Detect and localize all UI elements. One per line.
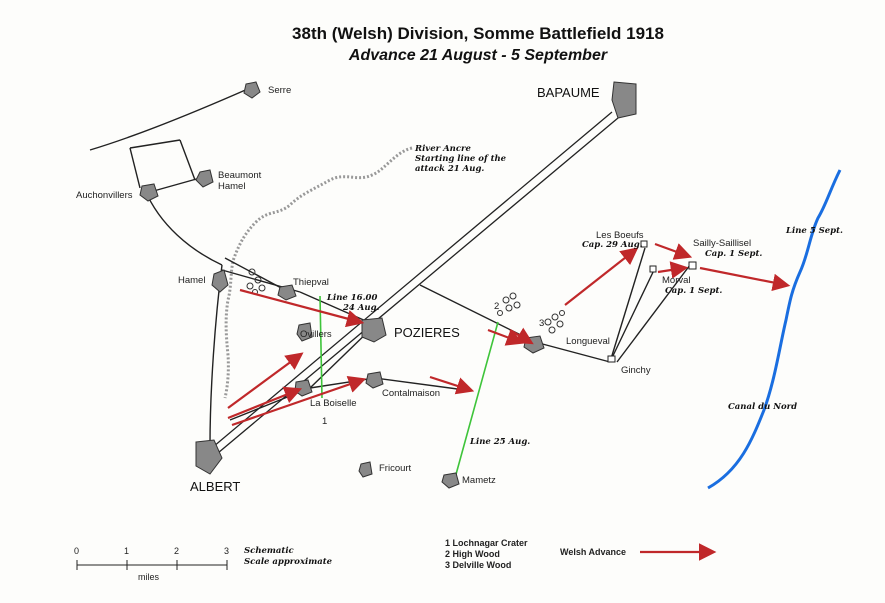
label-serre: Serre — [268, 85, 291, 96]
town-symbols — [139, 81, 637, 489]
note-sailly-captured: Cap. 1 Sept. — [705, 249, 762, 259]
village-squares — [607, 240, 697, 363]
town-ovillers — [296, 322, 313, 342]
town-contalmaison — [365, 371, 384, 389]
line-5-sept — [707, 169, 842, 490]
marker-delville-wood: 3 — [539, 318, 544, 329]
town-auchonvillers — [139, 183, 159, 202]
legend-welsh-advance: Welsh Advance — [560, 547, 626, 557]
town-bapaume — [611, 81, 637, 119]
scale-tick-1: 1 — [124, 546, 129, 556]
legend-high-wood: 2 High Wood — [445, 549, 500, 559]
note-line-16-date: 24 Aug. — [342, 303, 380, 313]
town-fricourt — [358, 461, 373, 478]
label-albert: ALBERT — [190, 479, 240, 494]
label-ovillers: Ovillers — [300, 329, 332, 340]
square-morval — [649, 265, 657, 273]
square-ginchy — [607, 355, 616, 363]
town-mametz — [441, 472, 460, 489]
map-subtitle: Advance 21 August - 5 September — [348, 47, 608, 64]
label-mametz: Mametz — [462, 475, 496, 486]
note-line-25: Line 25 Aug. — [469, 437, 530, 447]
label-la-boiselle: La Boiselle — [310, 398, 356, 409]
woods-clusters — [246, 268, 565, 334]
scale-note-schematic: Schematic — [244, 546, 295, 556]
town-hamel — [211, 269, 229, 293]
map-title: 38th (Welsh) Division, Somme Battlefield… — [292, 24, 664, 43]
label-longueval: Longueval — [566, 336, 610, 347]
scale-tick-0: 0 — [74, 546, 79, 556]
label-hamel: Hamel — [178, 275, 205, 286]
town-pozieres — [361, 317, 387, 343]
town-serre — [243, 81, 261, 99]
note-line-5-sept: Line 5 Sept. — [785, 226, 843, 236]
welsh-advance-arrows — [227, 242, 791, 561]
label-sailly-saillisel: Sailly-Saillisel — [693, 238, 751, 249]
legend-lochnagar: 1 Lochnagar Crater — [445, 538, 528, 548]
note-canal-du-nord: Canal du Nord — [728, 402, 797, 412]
line-green — [319, 295, 499, 479]
note-river-ancre: River Ancre — [414, 144, 472, 154]
label-bapaume: BAPAUME — [537, 85, 600, 100]
label-pozieres: POZIERES — [394, 325, 460, 340]
label-beaumont: Beaumont — [218, 170, 262, 181]
note-attack-date: attack 21 Aug. — [415, 164, 484, 174]
label-fricourt: Fricourt — [379, 463, 412, 474]
town-beaumont-hamel — [195, 169, 214, 188]
square-les-boeufs — [640, 240, 648, 248]
road-albert-bapaume — [206, 111, 619, 459]
label-les-boeufs: Les Boeufs — [596, 230, 644, 241]
note-morval-captured: Cap. 1 Sept. — [665, 286, 722, 296]
marker-high-wood: 2 — [494, 301, 499, 312]
marker-lochnagar: 1 — [322, 416, 327, 427]
town-albert — [195, 439, 223, 475]
label-auchonvillers: Auchonvillers — [76, 190, 133, 201]
scale-note-approx: Scale approximate — [244, 557, 333, 567]
label-contalmaison: Contalmaison — [382, 388, 440, 399]
square-sailly — [688, 261, 697, 270]
scale-tick-3: 3 — [224, 546, 229, 556]
legend-delville-wood: 3 Delville Wood — [445, 560, 511, 570]
label-morval: Morval — [662, 275, 691, 286]
town-longueval — [523, 335, 545, 354]
scale-bar — [76, 560, 228, 570]
note-starting-line: Starting line of the — [415, 154, 507, 164]
line-25-aug — [454, 321, 499, 479]
note-line-16: Line 16.00 — [326, 293, 377, 303]
label-thiepval: Thiepval — [293, 277, 329, 288]
town-thiepval — [277, 284, 297, 301]
scale-tick-2: 2 — [174, 546, 179, 556]
river-ancre — [223, 146, 413, 399]
line-16-00 — [319, 295, 323, 399]
label-beaumont-hamel: Hamel — [218, 181, 245, 192]
scale-unit: miles — [138, 572, 160, 582]
label-ginchy: Ginchy — [621, 365, 651, 376]
note-les-boeufs-captured: Cap. 29 Aug. — [582, 240, 643, 250]
